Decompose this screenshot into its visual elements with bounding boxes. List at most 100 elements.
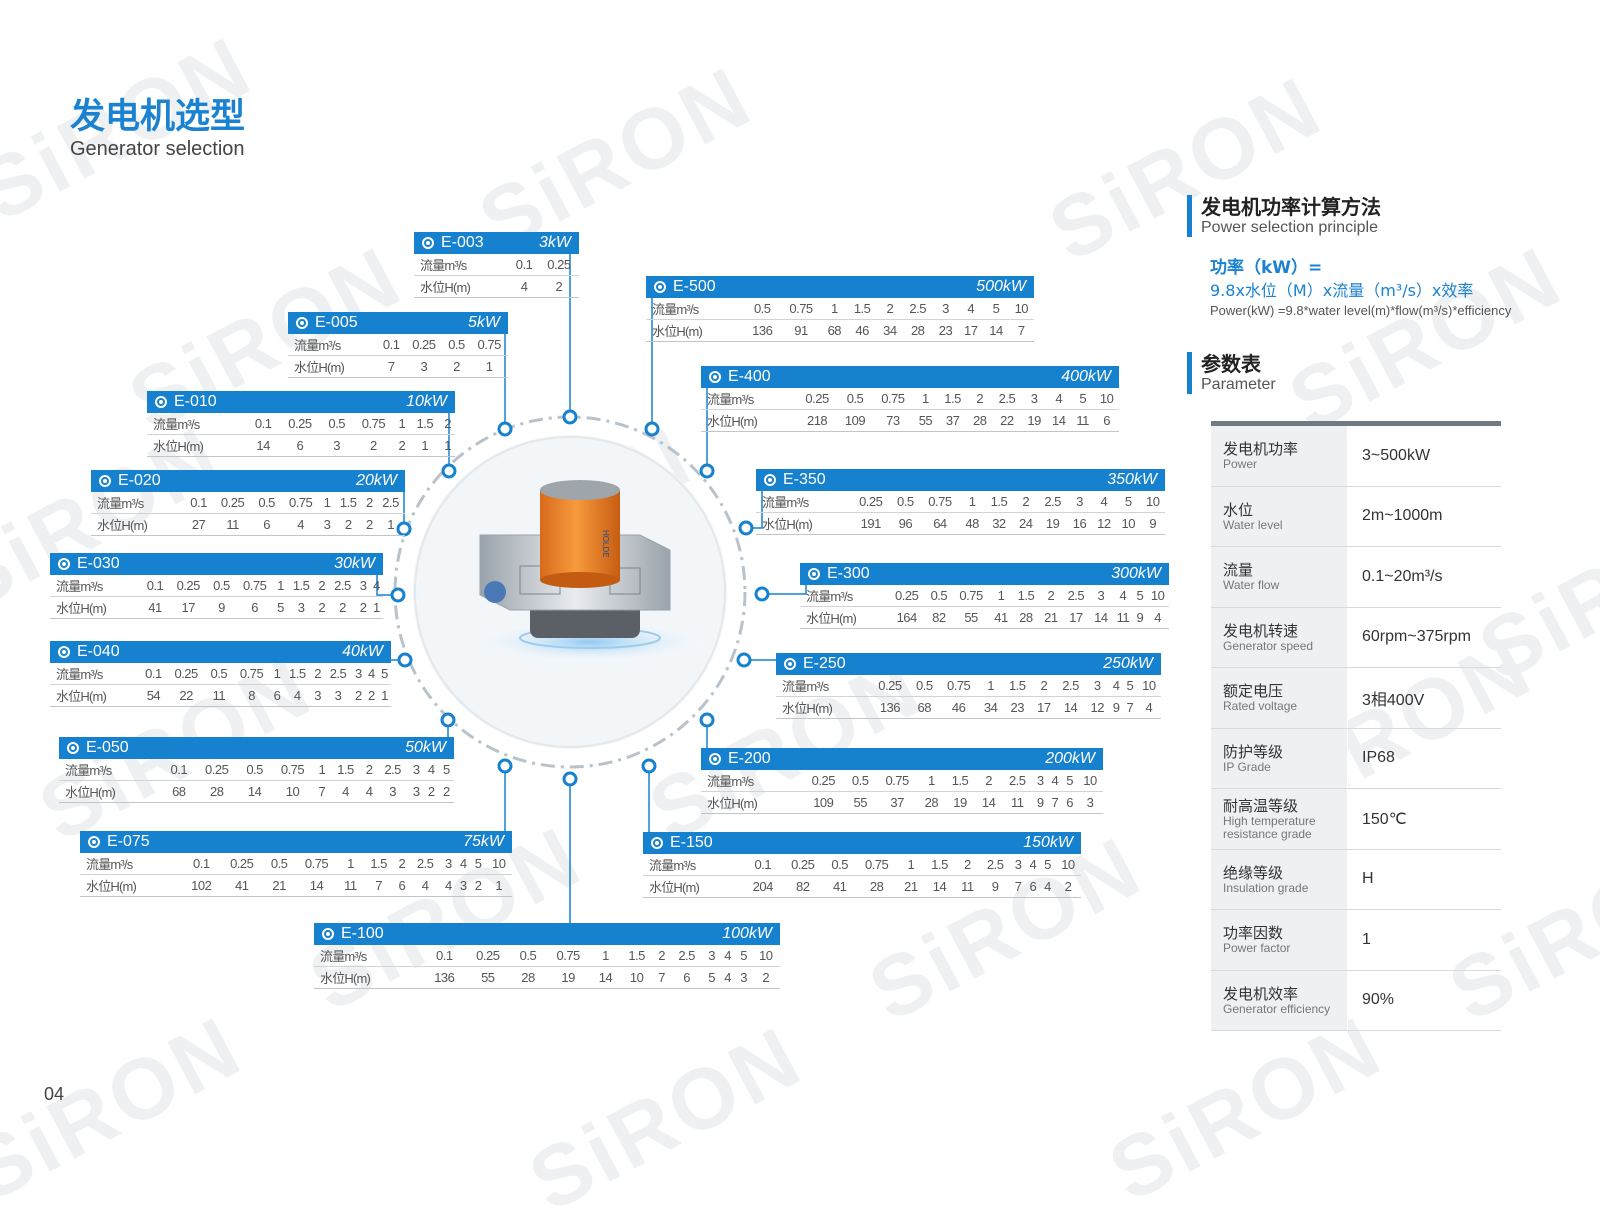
head-value: 41 — [824, 875, 856, 898]
head-value: 7 — [1047, 791, 1063, 814]
head-value: 6 — [235, 596, 274, 619]
flow-value: 0.1 — [423, 945, 465, 967]
flow-value: 10 — [1054, 854, 1081, 876]
generator-power: 50kW — [405, 739, 446, 756]
target-icon — [654, 281, 666, 293]
head-value: 28 — [1012, 606, 1040, 629]
parameter-name-en: Rated voltage — [1223, 699, 1298, 714]
head-value: 3 — [1076, 791, 1103, 814]
flow-value: 0.5 — [205, 663, 233, 685]
head-value: 55 — [952, 606, 990, 629]
parameter-name-en: Generator efficiency — [1223, 1001, 1331, 1016]
head-value: 4 — [1146, 606, 1169, 629]
head-value: 96 — [890, 512, 920, 535]
parameter-name-en: Water level — [1223, 517, 1283, 532]
head-value: 3 — [376, 780, 409, 803]
flow-value: 2.5 — [324, 663, 352, 685]
flow-value: 4 — [1112, 585, 1134, 607]
flow-value: 3 — [1067, 491, 1092, 513]
head-value: 4 — [1136, 696, 1161, 719]
flow-value: 1 — [394, 413, 410, 435]
flow-value: 1.5 — [944, 770, 976, 792]
head-label: 水位H(m) — [50, 684, 140, 707]
parameter-name-zh: 发电机效率 — [1223, 984, 1299, 1003]
head-value: 14 — [975, 791, 1002, 814]
head-label: 水位H(m) — [776, 696, 871, 719]
flow-value: 0.5 — [321, 413, 353, 435]
flow-value: 0.75 — [938, 675, 979, 697]
head-value: 6 — [252, 513, 281, 536]
flow-value: 0.25 — [405, 334, 443, 356]
head-value: 4 — [509, 275, 539, 298]
flow-value: 5 — [438, 759, 454, 781]
flow-value: 1.5 — [984, 491, 1014, 513]
generator-model: E-050 — [86, 739, 129, 756]
flow-value: 2 — [1013, 491, 1038, 513]
parameter-name-zh: 功率因数 — [1223, 924, 1284, 943]
head-value: 41 — [220, 874, 264, 897]
flow-value: 1.5 — [333, 492, 363, 514]
head-value: 19 — [1037, 512, 1068, 535]
flow-label: 流量m³/s — [701, 770, 803, 792]
flow-value: 4 — [423, 759, 439, 781]
head-value: 14 — [983, 319, 1009, 342]
target-icon — [764, 474, 776, 486]
head-value: 10 — [1116, 512, 1141, 535]
flow-value: 0.5 — [837, 388, 873, 410]
flow-value: 10 — [1136, 675, 1161, 697]
flow-value: 0.25 — [464, 945, 511, 967]
flow-value: 2 — [1031, 675, 1056, 697]
flow-value: 1 — [821, 298, 847, 320]
flow-value: 0.5 — [263, 853, 295, 875]
parameter-name-zh: 流量 — [1223, 561, 1254, 580]
connector-node — [699, 463, 715, 479]
generator-model: E-005 — [315, 314, 358, 331]
head-value: 14 — [923, 875, 956, 898]
flow-value: 10 — [1076, 770, 1103, 792]
flow-value: 3 — [1032, 770, 1048, 792]
flow-value: 2.5 — [979, 854, 1011, 876]
connector-node — [562, 409, 578, 425]
head-value: 3 — [455, 874, 471, 897]
formula-zh: 9.8x水位（M）x流量（m³/s）x效率 — [1210, 281, 1474, 300]
flow-value: 10 — [751, 945, 780, 967]
head-value: 17 — [1062, 606, 1090, 629]
generator-model: E-500 — [673, 278, 716, 295]
flow-value: 1 — [918, 770, 945, 792]
head-label: 水位H(m) — [756, 512, 851, 535]
head-value: 3 — [405, 355, 443, 378]
generator-power: 75kW — [463, 833, 504, 850]
flow-value: 3 — [703, 945, 720, 967]
flow-value: 0.25 — [167, 663, 205, 685]
flow-value: 0.5 — [890, 491, 920, 513]
parameter-value: 0.1~20m³/s — [1347, 547, 1501, 607]
head-value: 2 — [438, 780, 454, 803]
flow-value: 0.75 — [780, 298, 822, 320]
flow-value: 1.5 — [937, 388, 968, 410]
head-value: 14 — [238, 780, 271, 803]
parameter-name-en: Power — [1223, 457, 1258, 472]
flow-label: 流量m³/s — [756, 491, 851, 513]
head-value: 73 — [872, 409, 914, 432]
head-value: 9 — [207, 596, 236, 619]
head-value: 218 — [796, 409, 838, 432]
flow-value: 0.25 — [212, 492, 253, 514]
flow-value: 0.5 — [238, 759, 271, 781]
head-value: 2 — [315, 596, 329, 619]
head-value: 2 — [362, 513, 377, 536]
head-value: 19 — [944, 791, 976, 814]
